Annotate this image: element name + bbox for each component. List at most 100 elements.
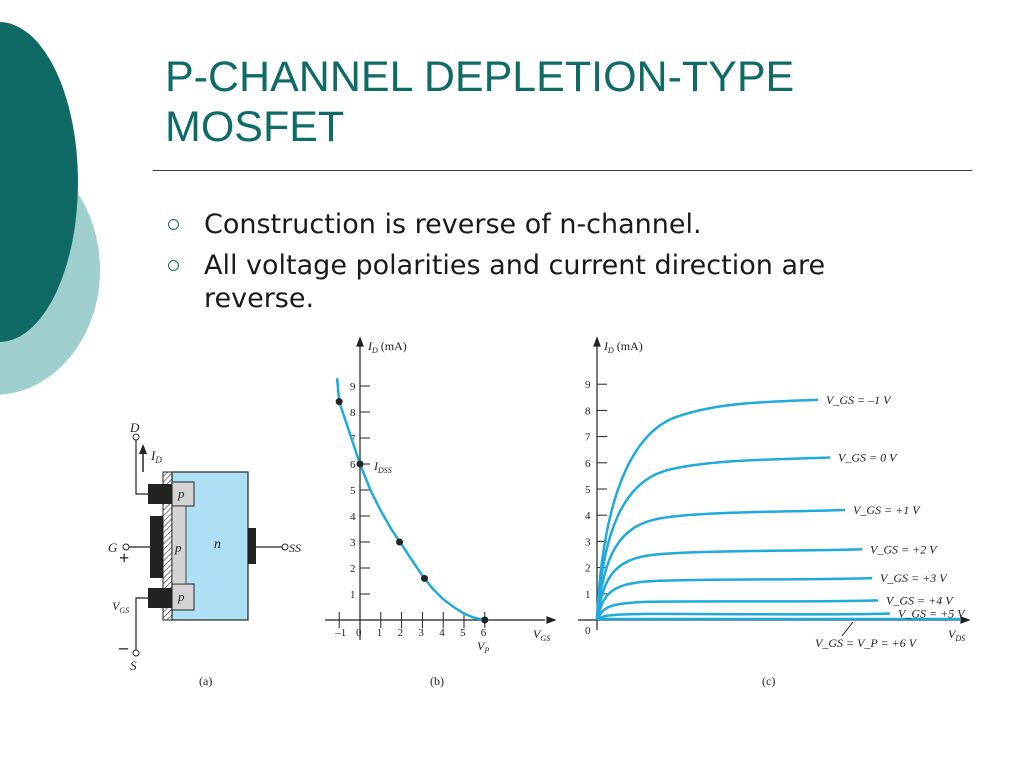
- transfer-curve: [335, 378, 486, 622]
- minus-sign: –: [118, 637, 129, 657]
- caption-b: (b): [430, 674, 444, 688]
- b-x-tick-label: –1: [334, 627, 346, 639]
- c-ylabel: ID (mA): [603, 339, 643, 355]
- c-series-label: V_GS = +3 V: [880, 571, 948, 585]
- c-xlabel: VDS: [948, 627, 965, 643]
- c-series-curve: [596, 612, 891, 622]
- c-y-tick-label: 6: [585, 458, 591, 470]
- drain-current-arrow-icon: [139, 444, 147, 454]
- figure-c-drain-chart: 0 1 2 3 4 5 6 7 8 9 V_GS = –1 V V_GS = 0 V V_GS = +…: [578, 336, 971, 688]
- vp-annotation: VP: [477, 639, 489, 655]
- c-y-tick-label: 1: [585, 589, 591, 601]
- title-divider: [153, 170, 972, 171]
- drain-contact: [148, 484, 172, 504]
- b-y-arrow-icon: [356, 336, 364, 347]
- c-series-label: V_GS = +1 V: [853, 503, 921, 517]
- b-y-tick-label: 4: [350, 511, 356, 523]
- b-x-tick-label: 1: [377, 627, 383, 639]
- c-vp-leader: [841, 621, 854, 637]
- b-x-tick-label: 5: [460, 627, 466, 639]
- b-xlabel: VGS: [533, 627, 550, 643]
- b-x-tick-label: 0: [356, 627, 362, 639]
- c-series-label: V_GS = –1 V: [826, 393, 892, 407]
- bullet-circle-icon: [168, 219, 179, 230]
- title-line-2: MOSFET: [165, 103, 345, 151]
- b-ylabel: ID (mA): [367, 339, 407, 355]
- c-series-curve: [595, 599, 879, 621]
- figure-b-transfer-chart: 1 2 3 4 5 6 7 8 9 –1 0 1 2 3 4 5 6 ID (mA) VGS IDSS VP (…: [325, 336, 557, 688]
- bullet-item: Construction is reverse of n-channel.: [160, 208, 900, 241]
- c-y-tick-label: 5: [585, 484, 591, 496]
- b-x-arrow-icon: [546, 616, 557, 624]
- gate-terminal-icon: [122, 543, 130, 551]
- c-series-curve: [595, 398, 819, 621]
- caption-a: (a): [199, 674, 212, 688]
- c-y-tick-label: 8: [585, 405, 591, 417]
- c-series-label: V_GS = V_P = +6 V: [815, 636, 918, 650]
- b-data-point: [420, 574, 428, 582]
- p-channel: [171, 505, 187, 585]
- drain-p-label: p: [177, 486, 185, 501]
- figure-a-construction: D ID G SS VGS S p p p n + – (a): [108, 420, 301, 688]
- b-data-point: [356, 460, 364, 468]
- title-line-1: P-CHANNEL DEPLETION-TYPE: [165, 53, 795, 101]
- source-label: S: [130, 658, 137, 673]
- b-x-tick-label: 3: [418, 627, 424, 639]
- b-data-point: [396, 538, 404, 546]
- c-series-label: V_GS = +2 V: [870, 542, 938, 556]
- b-data-point: [481, 616, 489, 624]
- gate-contact: [150, 516, 163, 578]
- b-y-tick-label: 1: [350, 589, 356, 601]
- b-y-tick-label: 3: [350, 537, 356, 549]
- c-series-curve: [595, 456, 831, 621]
- c-series-curve: [595, 548, 863, 621]
- b-y-tick-label: 2: [350, 563, 356, 575]
- c-x-arrow-icon: [960, 616, 971, 624]
- c-series-label: V_GS = +5 V: [898, 606, 966, 620]
- c-y-tick-label: 7: [585, 432, 591, 444]
- c-series-curve: [595, 508, 846, 621]
- bullet-item: All voltage polarities and current direc…: [160, 249, 900, 315]
- channel-p-label: p: [174, 540, 182, 555]
- id-label: ID: [150, 448, 162, 465]
- b-data-point: [335, 398, 343, 406]
- bullet-list: Construction is reverse of n-channel. Al…: [160, 208, 900, 323]
- b-x-tick-label: 2: [398, 627, 404, 639]
- c-series-label: V_GS = +4 V: [886, 593, 954, 607]
- drain-label: D: [129, 420, 140, 435]
- c-series-label: V_GS = 0 V: [838, 451, 898, 465]
- vgs-label: VGS: [112, 599, 129, 615]
- b-y-tick-label: 8: [350, 407, 356, 419]
- gate-label: G: [108, 540, 118, 555]
- b-y-tick-label: 9: [350, 381, 356, 393]
- substrate-n-label: n: [214, 537, 221, 552]
- source-terminal-icon: [132, 649, 140, 657]
- b-x-tick-label: 4: [439, 627, 445, 639]
- substrate-terminal-icon: [281, 543, 289, 551]
- idss-annotation: IDSS: [373, 459, 392, 475]
- substrate-contact: [248, 528, 256, 564]
- c-y-tick-label: 4: [585, 510, 591, 522]
- caption-c: (c): [762, 674, 775, 688]
- c-y-tick-label: 3: [585, 536, 591, 548]
- c-y-arrow-icon: [593, 336, 601, 347]
- c-series-curve: [595, 576, 873, 621]
- slide-title: P-CHANNEL DEPLETION-TYPE MOSFET: [165, 52, 965, 152]
- b-y-tick-label: 6: [350, 459, 356, 471]
- bullet-text: Construction is reverse of n-channel.: [204, 209, 702, 240]
- c-y-tick-label: 2: [585, 563, 591, 575]
- bullet-circle-icon: [168, 260, 179, 271]
- source-contact: [148, 588, 172, 608]
- source-p-label: p: [177, 589, 185, 604]
- drain-terminal-icon: [132, 433, 140, 441]
- b-y-tick-label: 5: [350, 485, 356, 497]
- plus-sign: +: [119, 548, 129, 568]
- bullet-text: All voltage polarities and current direc…: [204, 250, 826, 314]
- c-y-tick-label: 0: [585, 625, 591, 637]
- b-x-tick-label: 6: [481, 627, 487, 639]
- c-y-tick-label: 9: [585, 379, 591, 391]
- substrate-label: SS: [289, 541, 301, 555]
- b-y-tick-label: 7: [350, 433, 356, 445]
